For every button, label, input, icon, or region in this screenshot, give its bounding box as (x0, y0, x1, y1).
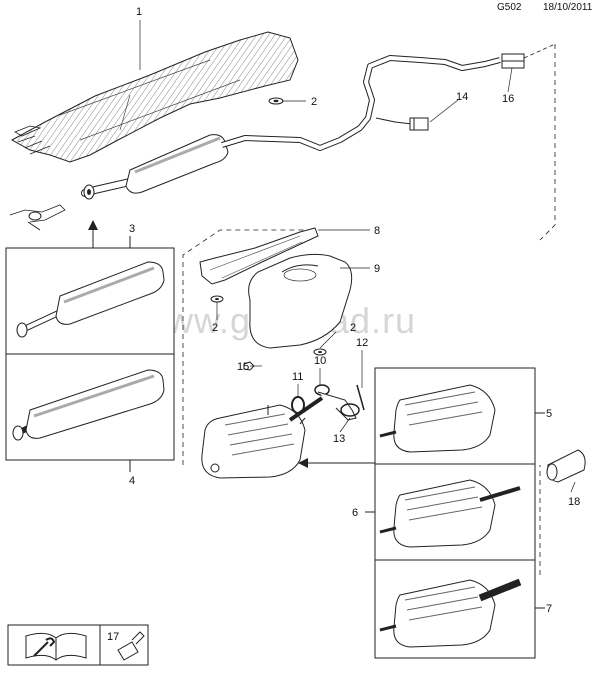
heat-shield-bracket-8 (199, 227, 319, 285)
tail-pipe-18 (546, 449, 586, 483)
manual-book-icon (25, 632, 87, 661)
callout-13: 13 (333, 433, 345, 445)
wrench-icon (33, 637, 56, 657)
rear-dashed-frame (182, 44, 556, 575)
bolt-12 (356, 384, 365, 411)
callout-6: 6 (352, 507, 358, 519)
variants-arrow (298, 458, 375, 468)
callout-2-top: 2 (311, 96, 317, 108)
callout-9: 9 (374, 263, 380, 275)
callout-15: 15 (237, 361, 249, 373)
callout-5: 5 (546, 408, 552, 420)
callout-10: 10 (314, 355, 326, 367)
nut-15 (243, 361, 255, 371)
bracket-16 (501, 43, 556, 69)
silencer-part-3 (16, 261, 165, 338)
heat-shield-rear-9 (248, 253, 353, 349)
arrow-to-front (88, 220, 98, 248)
callout-17: 17 (107, 631, 119, 643)
silencer-variant-5 (379, 384, 496, 453)
silencer-variant-7 (379, 578, 522, 648)
front-silencer-pipe (81, 55, 501, 200)
hanger-13 (317, 391, 360, 421)
washer-left (210, 295, 224, 303)
callout-4: 4 (129, 475, 135, 487)
callout-14: 14 (456, 91, 468, 103)
silencer-variant-6 (379, 479, 521, 548)
callout-7: 7 (546, 603, 552, 615)
sealant-tube-icon (117, 631, 145, 661)
silencer-part-4 (12, 369, 165, 441)
leader-lines (139, 20, 576, 493)
rear-silencer (201, 396, 324, 479)
callout-1: 1 (136, 6, 142, 18)
washer-right (313, 348, 327, 356)
callout-8: 8 (374, 225, 380, 237)
callout-2-right: 2 (350, 322, 356, 334)
callout-11: 11 (292, 371, 303, 383)
diagram-code: G502 (497, 2, 522, 13)
heat-shield-front (10, 31, 299, 163)
callout-3: 3 (129, 223, 135, 235)
callout-16: 16 (502, 93, 514, 105)
washer-top (268, 97, 284, 105)
diagram-date: 18/10/2011 (543, 2, 593, 13)
callout-12: 12 (356, 337, 368, 349)
clamp-14 (375, 117, 429, 131)
callout-2-left: 2 (212, 322, 218, 334)
hanger-clamp-small (9, 204, 66, 231)
callout-18: 18 (568, 496, 580, 508)
